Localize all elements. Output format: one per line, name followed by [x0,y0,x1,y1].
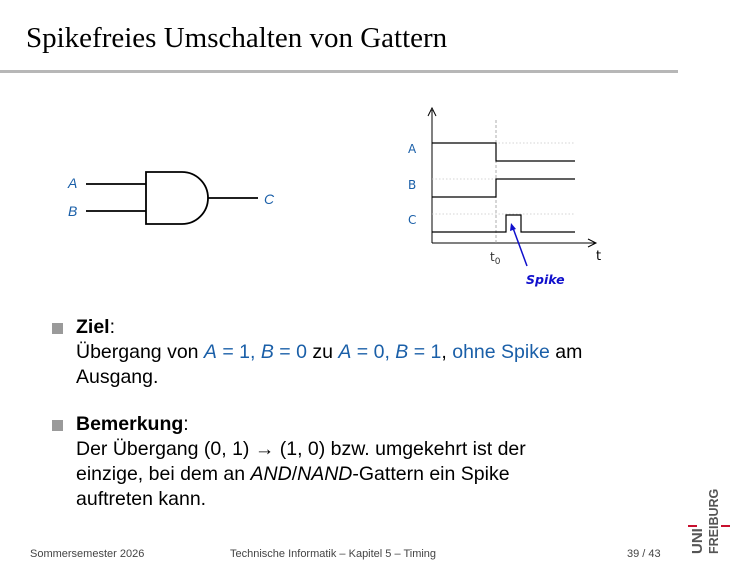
y-axis-arrow [427,106,437,117]
spike-arrow-head [510,223,516,231]
and-gate-body [145,171,209,225]
waveform-a [432,142,575,162]
logo-red-bar-left [688,525,697,527]
signal-label-b: B [408,178,416,192]
spike-label: Spike [526,272,565,287]
waveform-c [432,214,575,233]
footer-course: Technische Informatik – Kapitel 5 – Timi… [230,548,437,560]
timing-diagram: A B C t t0 Spike [408,106,601,287]
bullet-bemerkung-head: Bemerkung: [76,413,189,435]
bullet-marker [52,420,63,431]
gate-label-b: B [68,203,77,219]
bullet-bemerkung-line2: einzige, bei dem an AND/NAND-Gattern ein… [76,463,510,485]
bullet-bemerkung-line3: auftreten kann. [76,488,207,510]
bullet-marker [52,323,63,334]
spike-arrow [512,227,528,267]
footer-page-number: 39 / 43 [627,548,661,560]
signal-label-c: C [408,213,416,227]
bullet-ziel: Ziel: Übergang von A = 1, B = 0 zu A = 0… [52,315,692,390]
and-gate-diagram: A B C [67,171,275,225]
gate-label-a: A [67,175,77,191]
footer-semester: Sommersemester 2026 [30,548,145,560]
uni-freiburg-logo: UNI FREIBURG [688,489,730,554]
bullet-ziel-line2: Ausgang. [76,366,159,388]
bullet-bemerkung-line1: Der Übergang (0, 1) → (1, 0) bzw. umgeke… [76,438,526,460]
logo-freiburg-text: FREIBURG [707,489,721,554]
bullet-bemerkung: Bemerkung: Der Übergang (0, 1) → (1, 0) … [52,412,692,512]
logo-uni-text: UNI [689,528,706,554]
x-axis-arrow [587,238,598,248]
title-rule [0,70,678,73]
t0-label: t0 [490,250,501,267]
bullet-ziel-head: Ziel: [76,316,116,338]
slide-title: Spikefreies Umschalten von Gattern [26,22,448,54]
signal-label-a: A [408,142,417,156]
gate-label-c: C [264,191,275,207]
bullet-list: Ziel: Übergang von A = 1, B = 0 zu A = 0… [52,315,692,512]
waveform-b [432,178,575,198]
time-axis-label: t [596,249,601,264]
bullet-ziel-line1: Übergang von A = 1, B = 0 zu A = 0, B = … [76,341,583,363]
logo-red-bar-right [721,525,730,527]
